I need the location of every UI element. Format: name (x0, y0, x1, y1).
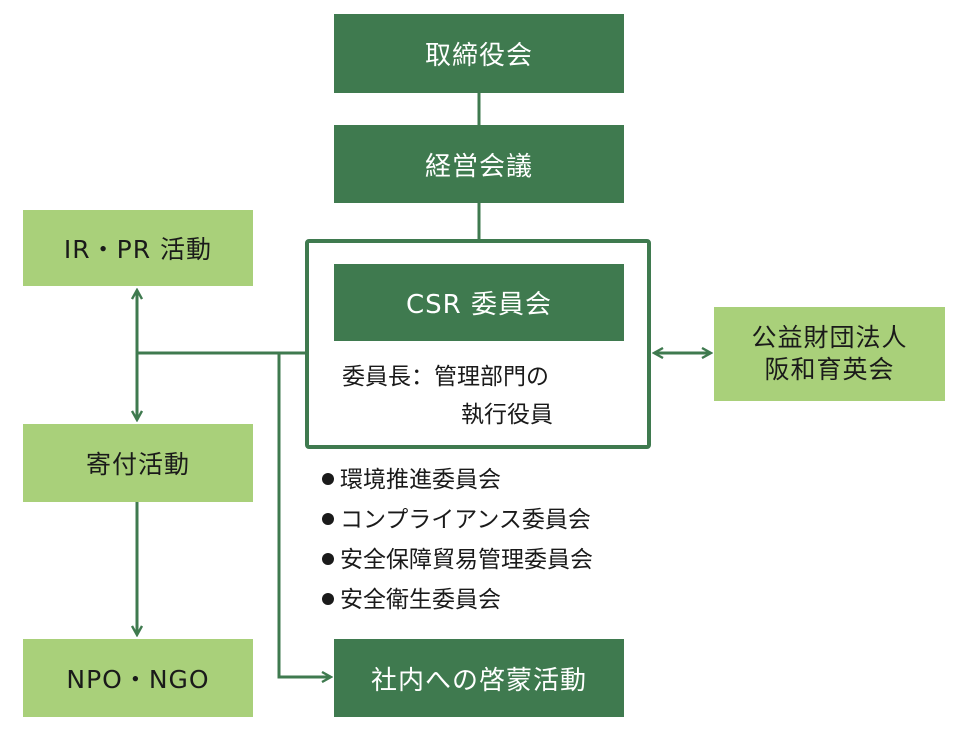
csr-committee-box: CSR 委員会 (334, 264, 624, 341)
management-meeting-label: 経営会議 (424, 151, 533, 182)
ir-pr-box: IR・PR 活動 (23, 210, 253, 286)
donation-label: 寄付活動 (85, 450, 190, 479)
npo-ngo-box: NPO・NGO (23, 639, 253, 717)
committee-chair-text: 委員長：管理部門の 執行役員 (342, 358, 642, 434)
bullet-icon (322, 553, 334, 565)
npo-ngo-label: NPO・NGO (66, 665, 210, 694)
foundation-line-1: 公益財団法人 (751, 323, 908, 352)
ir-pr-label: IR・PR 活動 (63, 235, 213, 264)
internal-arrow (277, 353, 331, 677)
internal-awareness-label: 社内への啓蒙活動 (370, 665, 587, 696)
foundation-line-2: 阪和育英会 (764, 355, 895, 384)
list-item: 環境推進委員会 (322, 460, 593, 500)
donation-box: 寄付活動 (23, 424, 253, 502)
board-box: 取締役会 (334, 14, 624, 93)
bullet-icon (322, 513, 334, 525)
csr-committee-label: CSR 委員会 (406, 290, 552, 320)
list-item: コンプライアンス委員会 (322, 500, 593, 540)
management-meeting-box: 経営会議 (334, 125, 624, 203)
list-item: 安全保障貿易管理委員会 (322, 540, 593, 580)
board-label: 取締役会 (424, 41, 533, 71)
bullet-icon (322, 593, 334, 605)
chair-line-2: 執行役員 (461, 402, 553, 428)
list-item: 安全衛生委員会 (322, 580, 593, 620)
bullet-icon (322, 473, 334, 485)
subcommittee-list: 環境推進委員会 コンプライアンス委員会 安全保障貿易管理委員会 安全衛生委員会 (322, 460, 593, 620)
internal-awareness-box: 社内への啓蒙活動 (334, 639, 624, 717)
foundation-box: 公益財団法人 阪和育英会 (714, 307, 945, 401)
chair-line-1: 委員長：管理部門の (342, 364, 549, 390)
